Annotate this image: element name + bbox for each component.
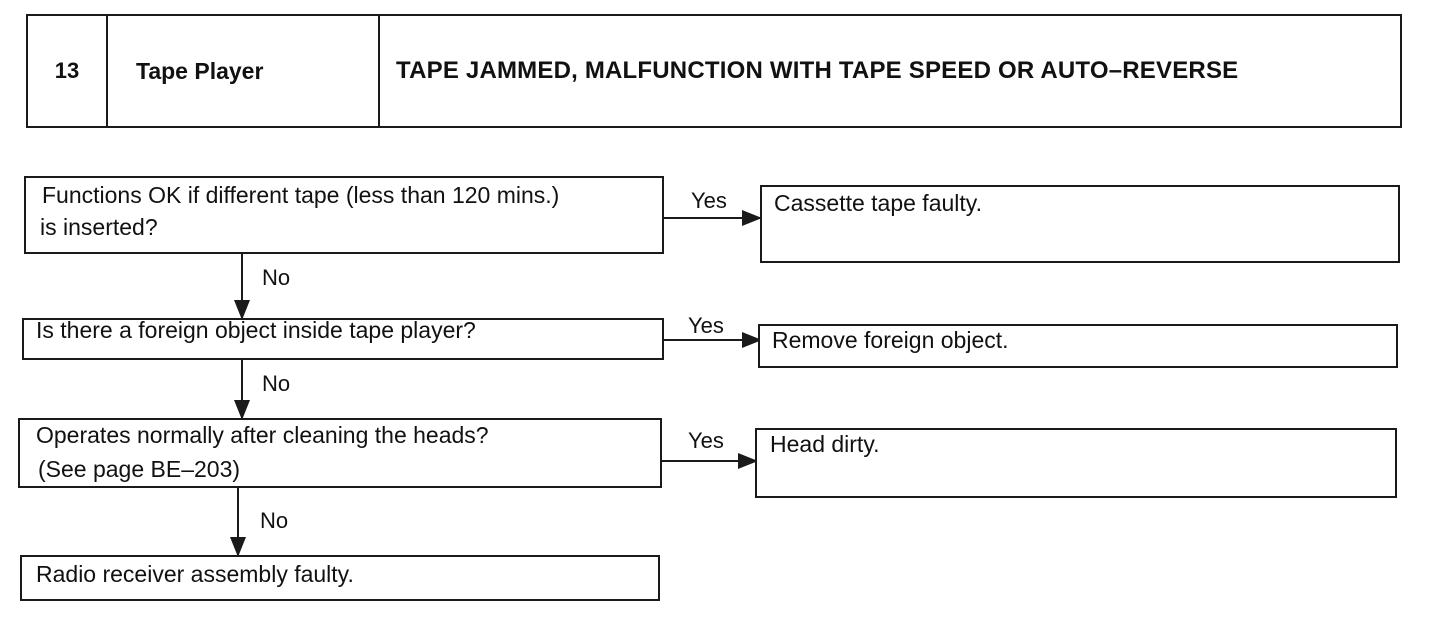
question-3-line-1: Operates normally after cleaning the hea… <box>36 422 489 448</box>
no-label-3: No <box>260 508 289 533</box>
no-label-1: No <box>262 265 291 290</box>
question-3-line-2: (See page BE–203) <box>38 456 241 482</box>
question-1-line-1: Functions OK if different tape (less tha… <box>42 182 560 208</box>
question-2-text: Is there a foreign object inside tape pl… <box>36 317 476 343</box>
result-1-text: Cassette tape faulty. <box>774 190 982 216</box>
question-1-line-2: is inserted? <box>40 214 158 240</box>
result-box-3 <box>755 428 1397 498</box>
category-label: Tape Player <box>108 16 380 126</box>
result-box-2 <box>758 324 1398 368</box>
section-number: 13 <box>28 16 108 126</box>
header-table: 13 Tape Player TAPE JAMMED, MALFUNCTION … <box>26 14 1402 128</box>
question-box-3 <box>18 418 662 488</box>
question-box-2 <box>22 318 664 360</box>
final-result-box <box>20 555 660 601</box>
no-label-2: No <box>262 371 291 396</box>
final-result-text: Radio receiver assembly faulty. <box>36 561 354 587</box>
question-box-1 <box>24 176 664 254</box>
yes-label-2: Yes <box>688 313 724 338</box>
result-3-text: Head dirty. <box>770 431 880 457</box>
result-box-1 <box>760 185 1400 263</box>
yes-label-3: Yes <box>688 428 724 453</box>
result-2-text: Remove foreign object. <box>772 327 1009 353</box>
problem-title: TAPE JAMMED, MALFUNCTION WITH TAPE SPEED… <box>396 57 1239 84</box>
yes-label-1: Yes <box>691 188 727 213</box>
